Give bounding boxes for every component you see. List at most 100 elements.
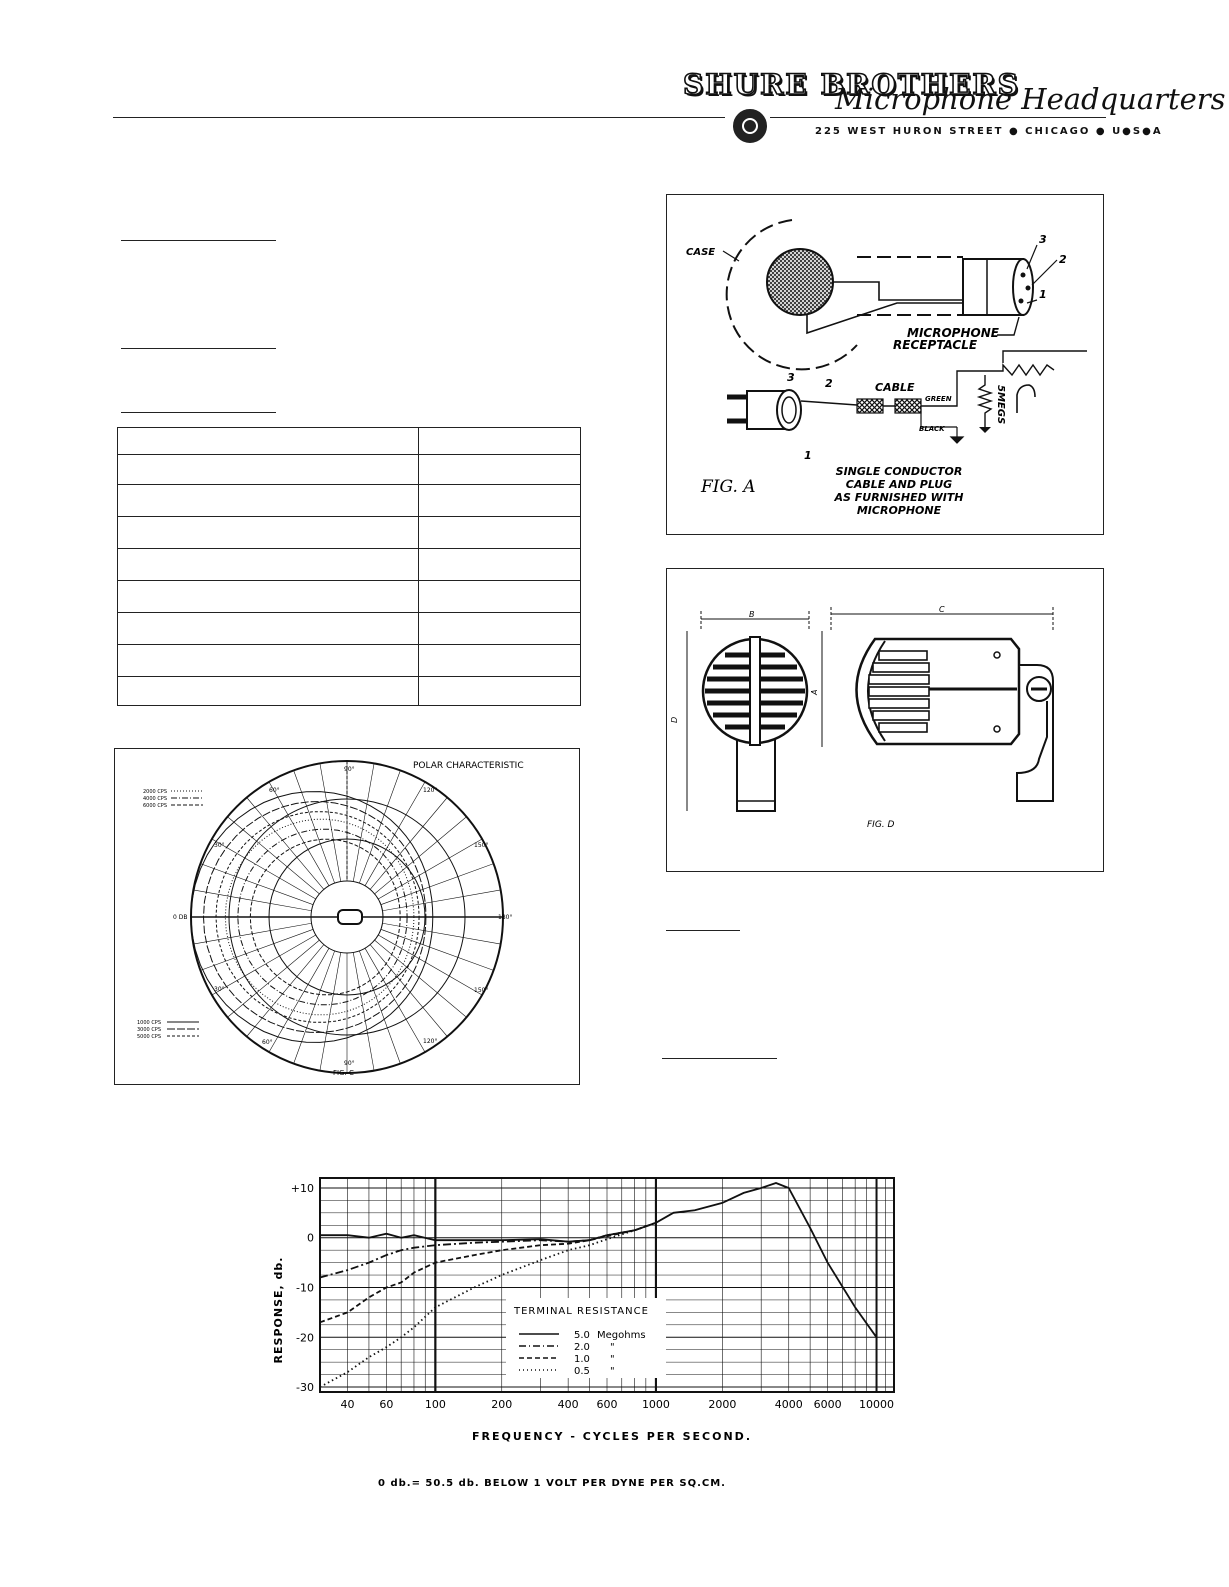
- x-tick-label: 6000: [814, 1398, 842, 1411]
- fig-a-caption: FIG. A: [700, 477, 756, 497]
- green-lead: [921, 363, 1055, 407]
- polar-spoke: [382, 889, 501, 912]
- polar-curve: [215, 811, 420, 1023]
- angle-label: 90°: [344, 1060, 355, 1067]
- polar-spoke: [293, 770, 335, 884]
- polar-spoke: [200, 863, 314, 905]
- polar-spoke: [293, 950, 335, 1064]
- polar-spoke: [211, 838, 316, 900]
- table-row: [117, 676, 581, 706]
- legend-series-label: 5.0: [574, 1330, 590, 1341]
- internal-wire: [833, 281, 969, 301]
- x-axis-label: FREQUENCY - CYCLES PER SECOND.: [472, 1430, 752, 1443]
- angle-label: 90°: [344, 766, 355, 773]
- ground-symbol: [949, 427, 965, 444]
- front-stand: [736, 738, 776, 812]
- legend-series-label: 0.5: [574, 1366, 590, 1377]
- fig-d-panel: B C D A: [666, 568, 1104, 872]
- fig-a-note-line-1: SINGLE CONDUCTOR: [836, 465, 963, 478]
- y-tick-label: +10: [291, 1182, 314, 1195]
- angle-label: 120°: [423, 1038, 437, 1045]
- table-row: [117, 548, 581, 581]
- polar-spoke: [359, 950, 401, 1064]
- wiring-diagram: CASE 3 2 1 MICROPHONE RECEPTACLE 3 2 1 C…: [686, 219, 1087, 517]
- x-tick-label: 40: [341, 1398, 355, 1411]
- polar-spoke: [374, 816, 467, 895]
- y-tick-label: -20: [296, 1331, 314, 1344]
- case-label: CASE: [686, 247, 715, 258]
- dimension-drawing: B C D A: [670, 605, 1054, 830]
- header-rule-right: [770, 117, 1106, 118]
- side-bracket: [1016, 664, 1054, 802]
- polar-spoke: [319, 952, 342, 1071]
- y-axis-label: RESPONSE, db.: [272, 1257, 285, 1364]
- legend-2000cps: 2000 CPS: [143, 789, 167, 795]
- polar-spoke: [211, 934, 316, 996]
- resistor-label: 5MEGS: [995, 385, 1006, 424]
- angle-label: 0 DB: [173, 914, 187, 921]
- polar-curve: [249, 838, 401, 996]
- x-tick-label: 4000: [775, 1398, 803, 1411]
- dim-c-label: C: [939, 605, 945, 614]
- chart-legend: [506, 1298, 666, 1378]
- heading-rule-1: [121, 240, 276, 241]
- angle-label: 150°: [474, 987, 488, 994]
- table-row: [117, 516, 581, 549]
- polar-spoke: [227, 816, 320, 895]
- x-tick-label: 10000: [859, 1398, 894, 1411]
- case-outline: [725, 219, 963, 371]
- polar-grid: [190, 760, 504, 1074]
- heading-rule-4: [666, 930, 740, 931]
- fig-a-note-line-2: CABLE AND PLUG: [846, 478, 952, 491]
- table-row: [117, 612, 581, 645]
- table-row: [117, 454, 581, 485]
- polar-spoke: [246, 944, 325, 1037]
- pin-3-label: 3: [1039, 233, 1047, 246]
- polar-spoke: [200, 929, 314, 971]
- heading-rule-2: [121, 348, 276, 349]
- chart-series: [319, 1182, 878, 1388]
- angle-label: 30°: [214, 842, 225, 849]
- pin-1-label: 1: [1039, 288, 1047, 301]
- legend-title: TERMINAL RESISTANCE: [513, 1306, 649, 1317]
- legend-3000cps: 3000 CPS: [137, 1027, 161, 1033]
- legend-4000cps: 4000 CPS: [143, 796, 167, 802]
- fig-a-panel: CASE 3 2 1 MICROPHONE RECEPTACLE 3 2 1 C…: [666, 194, 1104, 535]
- plug-pin-3-label: 3: [787, 371, 795, 384]
- plug-pin-1-label: 1: [804, 449, 812, 462]
- fig-c-panel: POLAR CHARACTERISTIC 2000 CPS 4000 CPS 6…: [114, 748, 580, 1085]
- y-tick-label: -10: [296, 1281, 314, 1294]
- series-line-0.5: [319, 1221, 657, 1388]
- polar-spoke: [227, 939, 320, 1018]
- y-tick-label: 0: [307, 1232, 314, 1245]
- polar-spoke: [246, 797, 325, 890]
- angle-label: 180°: [498, 914, 512, 921]
- polar-spoke: [374, 939, 467, 1018]
- polar-spoke: [359, 770, 401, 884]
- table-row: [117, 580, 581, 613]
- polar-curve: [237, 828, 408, 1006]
- receptacle-label-2: RECEPTACLE: [893, 338, 978, 352]
- plug-pin-2-label: 2: [825, 377, 833, 390]
- grid-lead: [1016, 384, 1036, 413]
- polar-spoke: [364, 948, 426, 1053]
- polar-curves: [190, 791, 434, 1043]
- legend-5000cps: 5000 CPS: [137, 1034, 161, 1040]
- table-row: [117, 484, 581, 517]
- ground-wire: [806, 302, 997, 335]
- green-label: GREEN: [925, 395, 952, 403]
- reference-note: 0 db.= 50.5 db. BELOW 1 VOLT PER DYNE PE…: [378, 1478, 726, 1489]
- polar-spoke: [193, 889, 312, 912]
- polar-spoke: [382, 922, 501, 945]
- polar-spoke: [268, 948, 330, 1053]
- polar-spoke: [364, 781, 426, 886]
- pin-2-label: 2: [1059, 253, 1067, 266]
- polar-spoke: [319, 763, 342, 882]
- polar-spoke: [378, 934, 483, 996]
- fig-a-note-line-4: MICROPHONE: [857, 504, 942, 517]
- heading-rule-5: [662, 1058, 777, 1059]
- series-line-1.0: [319, 1221, 657, 1324]
